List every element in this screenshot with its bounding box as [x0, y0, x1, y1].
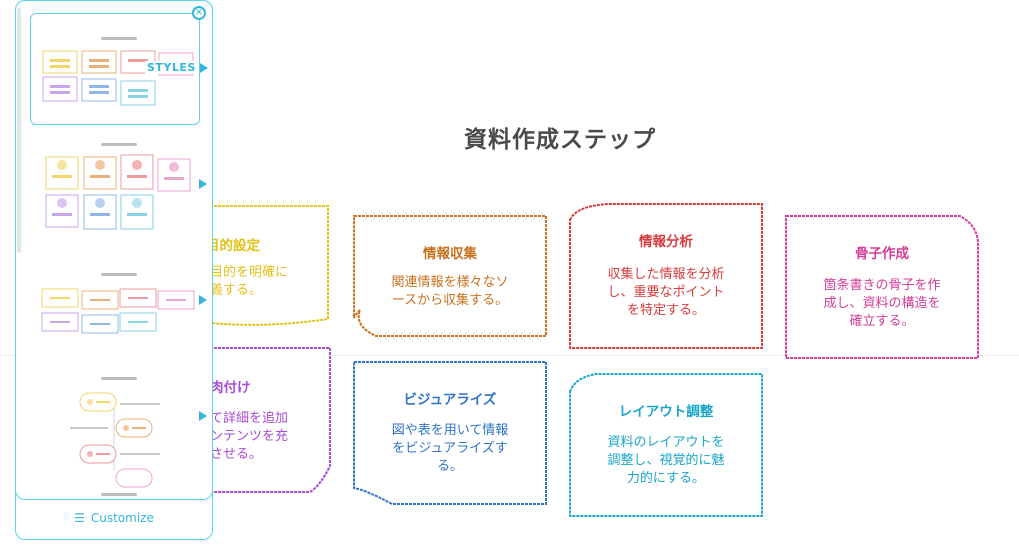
step-title-3: 情報分析	[639, 234, 693, 250]
sliders-icon: ☰	[74, 511, 85, 525]
step-card-1[interactable]: 目的設定 目的を明確に 義する。	[200, 204, 332, 326]
step-card-5[interactable]: 肉付け て詳細を追加 ンテンツを充 させる。	[200, 346, 334, 494]
step-title-6: ビジュアライズ	[403, 392, 497, 408]
card-border	[569, 203, 763, 349]
step-title-5: 肉付け	[210, 380, 251, 396]
step-body-7: 資料のレイアウトを 調整し、視覚的に魅 力的にする。	[607, 435, 725, 486]
step-card-4[interactable]: 骨子作成 箇条書きの骨子を作 成し、資料の構造を 確立する。	[784, 214, 980, 360]
step-body-6: 図や表を用いて情報 をビジュアライズす る。	[391, 423, 509, 474]
styles-label[interactable]: STYLES	[145, 61, 198, 74]
style-thumbnail-3	[41, 273, 195, 334]
step-body-1: 目的を明確に 義する。	[210, 265, 289, 298]
step-title-4: 骨子作成	[855, 246, 909, 262]
style-thumbnails	[41, 37, 195, 496]
card-border	[785, 215, 979, 359]
divider-line	[0, 355, 1019, 356]
close-icon[interactable]: ✕	[192, 6, 206, 20]
card-border	[201, 347, 331, 493]
step-title-7: レイアウト調整	[618, 404, 714, 420]
card-border	[569, 373, 763, 517]
customize-button[interactable]: ☰ Customize	[15, 500, 213, 536]
scrollbar[interactable]	[17, 8, 21, 253]
step-card-2[interactable]: 情報収集 関連情報を様々なソ ースから収集する。	[352, 214, 548, 338]
style-thumbnail-2	[45, 143, 191, 230]
selected-style-thumbnail[interactable]	[30, 13, 200, 125]
style-arrow-icon-4[interactable]	[199, 411, 207, 421]
card-border	[353, 361, 547, 505]
style-thumbnail-4	[70, 377, 160, 496]
step-body-4: 箇条書きの骨子を作 成し、資料の構造を 確立する。	[823, 278, 941, 329]
step-card-3[interactable]: 情報分析 収集した情報を分析 し、重要なポイント を特定する。	[568, 202, 764, 350]
style-arrow-icon-3[interactable]	[199, 295, 207, 305]
step-body-2: 関連情報を様々なソ ースから収集する。	[391, 275, 509, 308]
card-border	[353, 215, 547, 337]
step-card-7[interactable]: レイアウト調整 資料のレイアウトを 調整し、視覚的に魅 力的にする。	[568, 372, 764, 518]
style-list[interactable]	[15, 0, 213, 500]
step-title-1: 目的設定	[206, 238, 260, 254]
style-arrow-icon-1[interactable]	[200, 63, 208, 73]
diagram-title: 資料作成ステップ	[464, 127, 656, 153]
style-arrow-icon-2[interactable]	[199, 179, 207, 189]
step-title-2: 情報収集	[423, 246, 477, 262]
step-body-3: 収集した情報を分析 し、重要なポイント を特定する。	[607, 267, 725, 318]
step-card-6[interactable]: ビジュアライズ 図や表を用いて情報 をビジュアライズす る。	[352, 360, 548, 506]
step-body-5: て詳細を追加 ンテンツを充 させる。	[210, 411, 289, 462]
customize-label: Customize	[90, 511, 154, 525]
